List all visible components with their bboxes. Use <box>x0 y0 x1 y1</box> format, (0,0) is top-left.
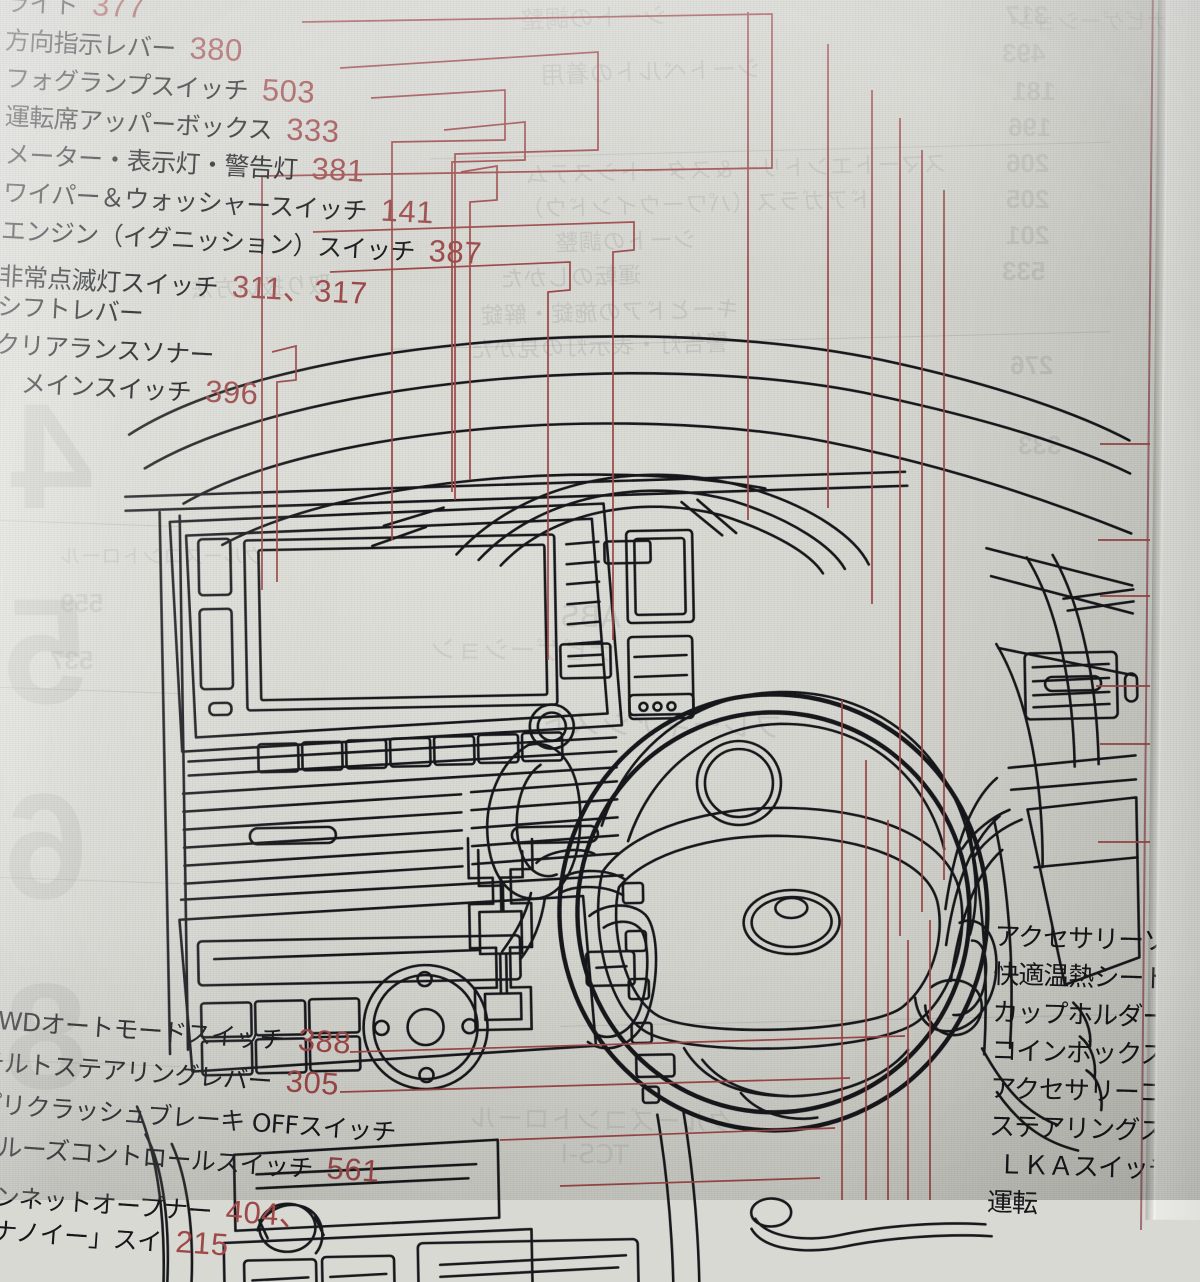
index-page-number: 141 <box>379 192 435 231</box>
index-page-number: 404、 <box>224 1193 312 1235</box>
index-label: ライト <box>4 0 79 21</box>
index-page-number: 561 <box>325 1150 382 1189</box>
index-page-number: 333 <box>285 111 341 150</box>
index-label: アクセサリーコ <box>989 1073 1165 1109</box>
index-page-number: 311、317 <box>231 268 369 311</box>
index-page-number: 215 <box>174 1223 230 1263</box>
index-label: コインボックス <box>990 1035 1166 1071</box>
index-page-number: 377 <box>91 0 147 25</box>
index-page-number: 305 <box>284 1063 341 1102</box>
index-page-number: 381 <box>310 150 366 189</box>
index-column-left: ライト 377 方向指示レバー 380 フォグランプスイッチ 503 運転席アッ… <box>0 0 495 426</box>
index-page-number: 503 <box>261 72 317 110</box>
index-label: ステアリングス <box>988 1111 1165 1147</box>
index-column-bottom-left: 4WDオートモードスイッチ 388 チルトステアリングレバー 305 プリクラッ… <box>0 1000 417 1282</box>
index-label: 方向指示レバー <box>4 25 177 64</box>
index-page-number: 388 <box>296 1022 353 1061</box>
index-page-number: 396 <box>204 373 260 412</box>
index-label: シフトレバー <box>0 291 145 329</box>
index-page-number: 380 <box>188 30 244 69</box>
index-page-number: 387 <box>427 233 483 271</box>
index-label: 運転 <box>986 1187 1038 1220</box>
index-label: メインスイッチ <box>20 368 192 407</box>
